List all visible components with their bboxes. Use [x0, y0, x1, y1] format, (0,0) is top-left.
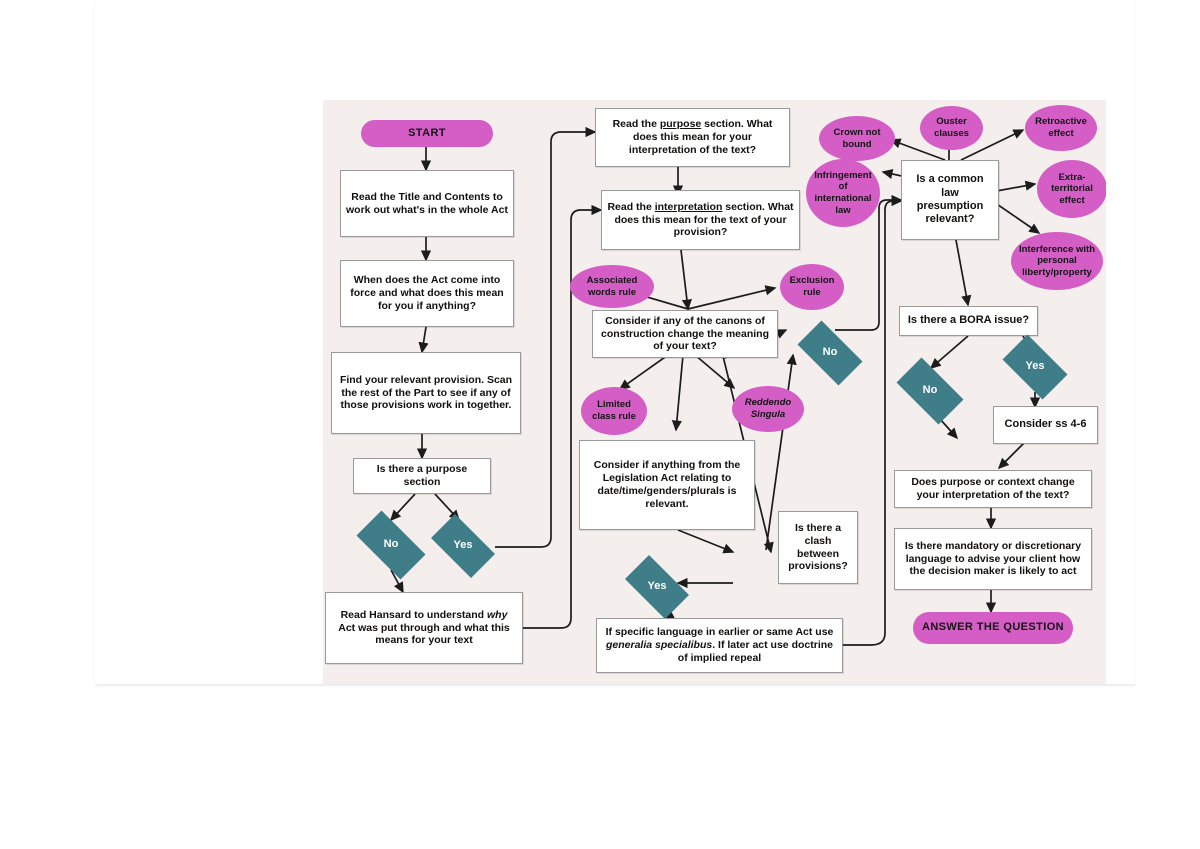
node-read-interpretation[interactable]: Read the interpretation section. What do… [601, 190, 800, 250]
flowchart-canvas: START Read the Title and Contents to wor… [323, 100, 1106, 684]
node-crown-not-bound-label: Crown not bound [833, 126, 881, 150]
node-purpose-context-label: Does purpose or context change your inte… [911, 476, 1075, 501]
node-clash-yes-label: Yes [647, 580, 667, 593]
node-clash-no-label: No [822, 346, 838, 359]
node-title-contents-label: Read the Title and Contents to work out … [346, 190, 508, 216]
node-limited-class-rule-label: Limited class rule [592, 399, 636, 422]
node-mandatory-label: Is there mandatory or discretionary lang… [904, 539, 1082, 578]
node-purpose-no-label: No [383, 538, 399, 551]
node-title-contents[interactable]: Read the Title and Contents to work out … [340, 170, 514, 237]
node-purpose-question[interactable]: Is there a purpose section [353, 458, 491, 494]
node-bora-no[interactable]: No [888, 357, 972, 425]
node-in-force-label: When does the Act come into force and wh… [350, 274, 504, 312]
node-bora[interactable]: Is there a BORA issue? [899, 306, 1038, 336]
node-extra-territorial-effect[interactable]: Extra-territorial effect [1037, 160, 1106, 218]
node-purpose-question-label: Is there a purpose section [376, 463, 468, 488]
node-bora-yes[interactable]: Yes [995, 334, 1075, 400]
node-extra-territorial-effect-label: Extra-territorial effect [1051, 171, 1093, 206]
node-ouster-clauses-label: Ouster clauses [934, 116, 969, 139]
node-clash-no[interactable]: No [789, 320, 871, 386]
node-retroactive-effect[interactable]: Retroactive effect [1025, 105, 1097, 151]
node-consider-ss-label: Consider ss 4-6 [1004, 418, 1087, 431]
node-common-law[interactable]: Is a common law presumption relevant? [901, 160, 999, 240]
node-bora-label: Is there a BORA issue? [907, 314, 1030, 327]
node-hansard-label: Read Hansard to understand why Act was p… [338, 608, 510, 647]
node-find-provision[interactable]: Find your relevant provision. Scan the r… [331, 352, 521, 434]
node-infringement-international-law[interactable]: Infringement of international law [806, 159, 880, 227]
node-answer-label: ANSWER THE QUESTION [921, 621, 1065, 634]
node-specific-language-label: If specific language in earlier or same … [605, 626, 834, 664]
node-crown-not-bound[interactable]: Crown not bound [819, 116, 895, 161]
node-associated-words-rule-label: Associated words rule [586, 274, 638, 298]
node-legislation-act-label: Consider if anything from the Legislatio… [593, 459, 741, 510]
node-infringement-international-law-label: Infringement of international law [814, 169, 872, 216]
node-clash-label: Is there a clash between provisions? [788, 521, 848, 573]
node-exclusion-rule[interactable]: Exclusion rule [780, 264, 844, 310]
node-purpose-context[interactable]: Does purpose or context change your inte… [894, 470, 1092, 508]
node-specific-language[interactable]: If specific language in earlier or same … [596, 618, 843, 673]
node-start-label: START [408, 126, 446, 139]
node-start[interactable]: START [361, 120, 493, 147]
node-canons-label: Consider if any of the canons of constru… [600, 314, 770, 353]
node-read-purpose-label: Read the purpose section. What does this… [612, 118, 773, 156]
node-hansard[interactable]: Read Hansard to understand why Act was p… [325, 592, 523, 664]
node-interference-liberty-label: Interference with personal liberty/prope… [1018, 243, 1096, 278]
node-read-interpretation-label: Read the interpretation section. What do… [607, 200, 794, 239]
node-find-provision-label: Find your relevant provision. Scan the r… [339, 373, 513, 412]
node-interference-liberty[interactable]: Interference with personal liberty/prope… [1011, 232, 1103, 290]
node-purpose-yes-label: Yes [453, 539, 473, 552]
node-exclusion-rule-label: Exclusion rule [789, 275, 835, 298]
node-purpose-yes[interactable]: Yes [423, 514, 503, 578]
node-bora-yes-label: Yes [1025, 360, 1045, 373]
node-mandatory[interactable]: Is there mandatory or discretionary lang… [894, 528, 1092, 590]
node-reddendo-singula-label: Reddendo Singula [744, 397, 792, 420]
node-clash-yes[interactable]: Yes [617, 555, 697, 619]
document-page: START Read the Title and Contents to wor… [95, 0, 1135, 684]
node-in-force[interactable]: When does the Act come into force and wh… [340, 260, 514, 327]
node-limited-class-rule[interactable]: Limited class rule [581, 387, 647, 435]
node-retroactive-effect-label: Retroactive effect [1035, 116, 1087, 139]
node-clash[interactable]: Is there a clash between provisions? [778, 511, 858, 584]
node-read-purpose[interactable]: Read the purpose section. What does this… [595, 108, 790, 167]
node-answer[interactable]: ANSWER THE QUESTION [913, 612, 1073, 644]
node-associated-words-rule[interactable]: Associated words rule [570, 265, 654, 308]
node-canons[interactable]: Consider if any of the canons of constru… [592, 310, 778, 358]
node-consider-ss[interactable]: Consider ss 4-6 [993, 406, 1098, 444]
node-bora-no-label: No [922, 384, 938, 397]
node-purpose-no[interactable]: No [347, 510, 435, 580]
node-ouster-clauses[interactable]: Ouster clauses [920, 106, 983, 150]
node-reddendo-singula[interactable]: Reddendo Singula [732, 386, 804, 432]
node-legislation-act[interactable]: Consider if anything from the Legislatio… [579, 440, 755, 530]
node-common-law-label: Is a common law presumption relevant? [916, 173, 984, 226]
